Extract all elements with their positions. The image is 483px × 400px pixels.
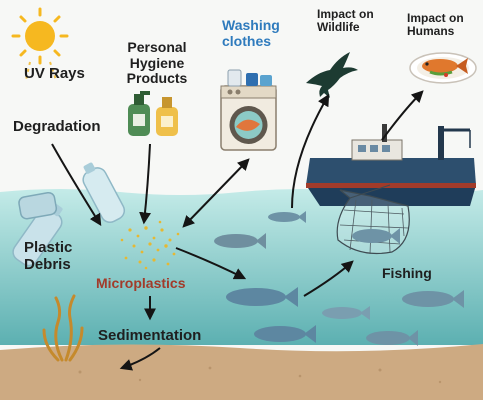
arrow-sedimentation-to-seabed	[119, 347, 161, 371]
arrow-degradation-to-debris	[51, 143, 102, 227]
bird-icon	[306, 52, 358, 98]
fish-group	[214, 211, 464, 346]
seabed	[0, 344, 483, 400]
fish-plate-icon	[409, 52, 477, 84]
hygiene-bottles-icon	[128, 91, 178, 136]
ship-icon	[306, 124, 476, 206]
seaweed-icon	[42, 294, 84, 362]
fish-icon	[352, 228, 400, 244]
fish-icon	[402, 290, 464, 308]
fish-icon	[268, 211, 306, 223]
sun-icon	[11, 7, 69, 81]
arrow-fish-to-wildlife	[291, 93, 330, 209]
arrow-ship-to-humans	[381, 90, 424, 141]
microplastic-particles	[120, 220, 180, 270]
seabed-speckles	[78, 366, 442, 384]
fish-icon	[226, 287, 298, 307]
flow-arrows	[51, 90, 424, 371]
fish-icon	[322, 306, 370, 320]
ocean-water	[0, 189, 483, 345]
fish-icon	[254, 325, 316, 343]
washing-machine-icon	[220, 69, 277, 151]
arrow-microplastics-to-fish	[175, 247, 247, 280]
fish-icon	[214, 233, 266, 249]
bottle-icon	[12, 162, 126, 267]
arrow-washing-microplastics	[182, 158, 250, 228]
fish-icon	[366, 330, 418, 346]
arrow-fish-to-fishing	[303, 260, 354, 297]
arrow-hygiene-to-microplastics	[139, 143, 152, 225]
